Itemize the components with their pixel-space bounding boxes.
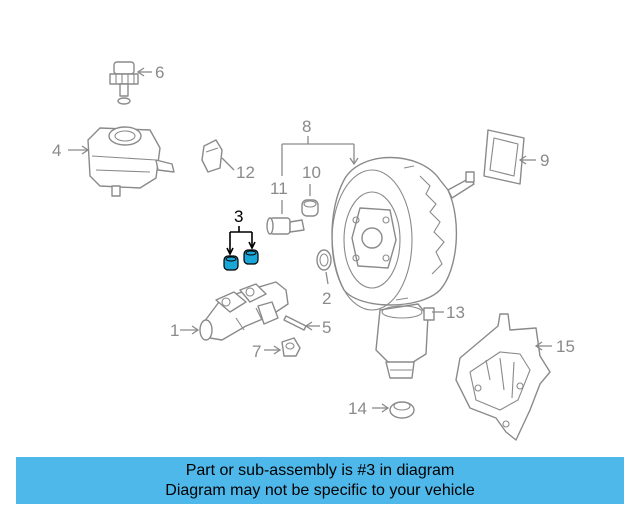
part-10-grommet[interactable] (301, 199, 319, 217)
callout-5: 5 (322, 318, 331, 337)
callout-12: 12 (236, 163, 255, 182)
part-12-bracket[interactable] (201, 139, 223, 173)
part-3-seal-b[interactable] (243, 249, 259, 265)
callout-10: 10 (302, 163, 321, 182)
part-7-fitting[interactable] (281, 337, 301, 357)
part-11-sensor[interactable] (266, 217, 305, 235)
part-6-reservoir-cap[interactable] (109, 61, 139, 105)
callout-2: 2 (322, 289, 331, 308)
callout-7: 7 (252, 342, 261, 361)
info-banner: Part or sub-assembly is #3 in diagram Di… (16, 457, 624, 504)
callout-14: 14 (348, 399, 367, 418)
part-14-grommet[interactable] (389, 401, 415, 419)
banner-line-disclaimer: Diagram may not be specific to your vehi… (165, 481, 475, 499)
part-4-fluid-reservoir[interactable] (87, 126, 175, 197)
callout-15: 15 (556, 337, 575, 356)
part-1-master-cylinder[interactable] (199, 281, 289, 341)
part-5-pin[interactable] (283, 315, 307, 331)
parts-diagram: 6 4 12 8 11 10 2 (52, 61, 575, 441)
part-2-o-ring[interactable] (316, 249, 332, 271)
callout-1: 1 (170, 321, 179, 340)
callout-3: 3 (234, 207, 243, 226)
part-9-gasket[interactable] (483, 129, 525, 185)
part-13-vacuum-pump[interactable] (375, 303, 435, 379)
callout-6: 6 (155, 63, 164, 82)
part-15-bracket[interactable] (455, 313, 551, 441)
banner-line-part: Part or sub-assembly is #3 in diagram (185, 461, 455, 479)
brake-booster[interactable] (331, 156, 475, 311)
callout-13: 13 (446, 303, 465, 322)
part-3-seal-a[interactable] (223, 255, 239, 271)
callout-8: 8 (302, 117, 311, 136)
callout-11: 11 (270, 179, 288, 198)
callout-4: 4 (52, 141, 61, 160)
callout-9: 9 (540, 151, 549, 170)
